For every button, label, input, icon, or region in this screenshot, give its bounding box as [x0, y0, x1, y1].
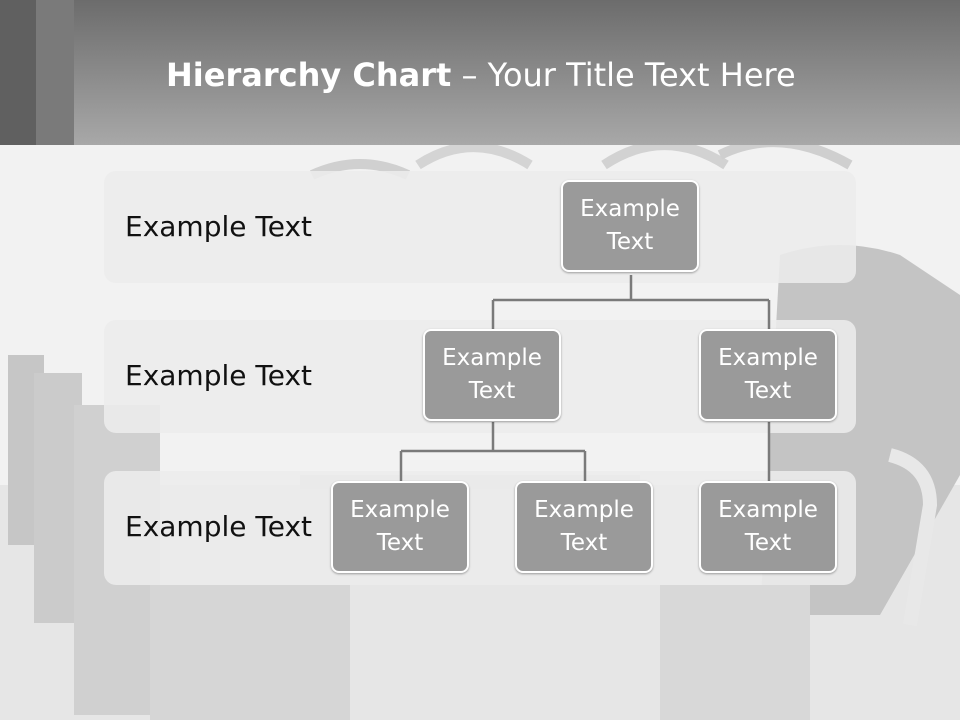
org-node-level3-3-text: Example Text: [718, 497, 818, 556]
org-node-level3-2-text: Example Text: [534, 497, 634, 556]
org-node-level3-2: Example Text: [515, 481, 653, 573]
org-node-level2-left: Example Text: [423, 329, 561, 421]
org-node-level3-3: Example Text: [699, 481, 837, 573]
org-node-level3-1-text: Example Text: [350, 497, 450, 556]
level-label-1: Example Text: [125, 210, 313, 243]
header-accent-strip: [0, 0, 36, 145]
title-bar: Hierarchy Chart – Your Title Text Here: [0, 0, 960, 145]
org-node-root: Example Text: [561, 180, 699, 272]
org-node-level2-left-text: Example Text: [442, 345, 542, 404]
org-node-level2-right-text: Example Text: [718, 345, 818, 404]
header-accent-strip-secondary: [36, 0, 74, 145]
org-node-root-text: Example Text: [580, 196, 680, 255]
org-node-level2-right: Example Text: [699, 329, 837, 421]
slide-title-rest: – Your Title Text Here: [451, 56, 796, 94]
level-label-2: Example Text: [125, 359, 313, 392]
org-node-level3-1: Example Text: [331, 481, 469, 573]
slide-title: Hierarchy Chart – Your Title Text Here: [166, 56, 796, 94]
slide-title-bold: Hierarchy Chart: [166, 56, 452, 94]
level-label-3: Example Text: [125, 510, 313, 543]
level-band-1: Example Text: [104, 171, 856, 283]
